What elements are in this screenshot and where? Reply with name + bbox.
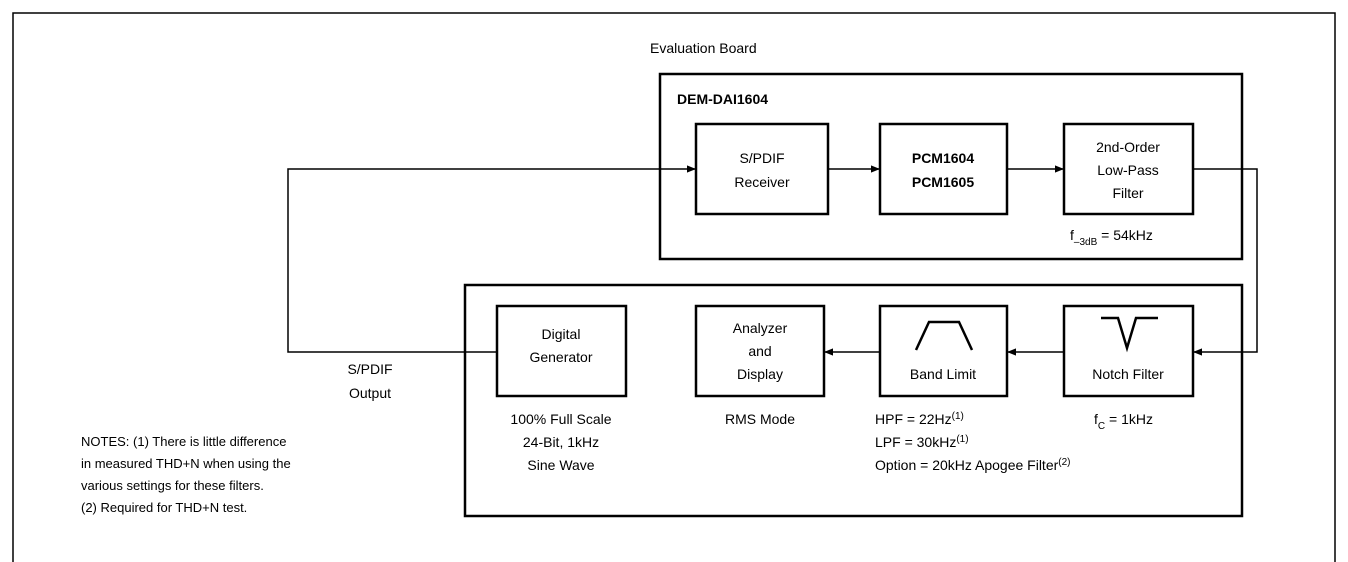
lpf-to-notch-line bbox=[1193, 168, 1258, 356]
spdif-output-label-2: Output bbox=[349, 385, 391, 401]
eval-board-box bbox=[658, 72, 1244, 261]
generator-note-2: 24-Bit, 1kHz bbox=[523, 434, 599, 450]
lpf-cutoff-note: f–3dB = 54kHz bbox=[1070, 227, 1153, 248]
receiver-label-1: S/PDIF bbox=[739, 150, 784, 166]
lpf-note: LPF = 30kHz(1) bbox=[875, 434, 969, 450]
spdif-receiver-block bbox=[694, 122, 830, 216]
spdif-output-label-1: S/PDIF bbox=[347, 361, 392, 377]
notes-line-2: in measured THD+N when using the bbox=[81, 456, 291, 471]
receiver-label-2: Receiver bbox=[734, 174, 790, 190]
analyzer-label-2: and bbox=[748, 343, 771, 359]
test-equipment-box bbox=[463, 283, 1244, 518]
analyzer-note: RMS Mode bbox=[725, 411, 795, 427]
generator-note-1: 100% Full Scale bbox=[510, 411, 611, 427]
generator-label-1: Digital bbox=[542, 326, 581, 342]
evaluation-board-title: Evaluation Board bbox=[650, 40, 757, 56]
notes-line-1: NOTES: (1) There is little difference bbox=[81, 434, 286, 449]
dac-block bbox=[878, 122, 1009, 216]
dac-label-1: PCM1604 bbox=[912, 150, 974, 166]
notch-fc-note: fC = 1kHz bbox=[1094, 411, 1153, 432]
notes-line-4: (2) Required for THD+N test. bbox=[81, 500, 247, 515]
generator-label-2: Generator bbox=[529, 349, 592, 365]
band-limit-block bbox=[878, 304, 1009, 398]
band-limit-label: Band Limit bbox=[910, 366, 976, 382]
eval-board-name: DEM-DAI1604 bbox=[677, 91, 768, 107]
outer-frame bbox=[12, 12, 1336, 562]
digital-generator-block bbox=[495, 304, 628, 398]
notes-line-3: various settings for these filters. bbox=[81, 478, 264, 493]
notch-icon bbox=[1101, 316, 1158, 353]
analyzer-label-3: Display bbox=[737, 366, 783, 382]
generator-note-3: Sine Wave bbox=[527, 457, 594, 473]
lpf-label-1: 2nd-Order bbox=[1096, 139, 1160, 155]
spdif-loop-line bbox=[287, 165, 696, 353]
hpf-note: HPF = 22Hz(1) bbox=[875, 411, 964, 427]
lpf-label-3: Filter bbox=[1112, 185, 1143, 201]
analyzer-label-1: Analyzer bbox=[733, 320, 788, 336]
option-note: Option = 20kHz Apogee Filter(2) bbox=[875, 457, 1071, 473]
notch-filter-label: Notch Filter bbox=[1092, 366, 1164, 382]
dac-label-2: PCM1605 bbox=[912, 174, 974, 190]
bandpass-icon bbox=[914, 320, 974, 351]
lpf-label-2: Low-Pass bbox=[1097, 162, 1158, 178]
notch-filter-block bbox=[1062, 304, 1195, 398]
